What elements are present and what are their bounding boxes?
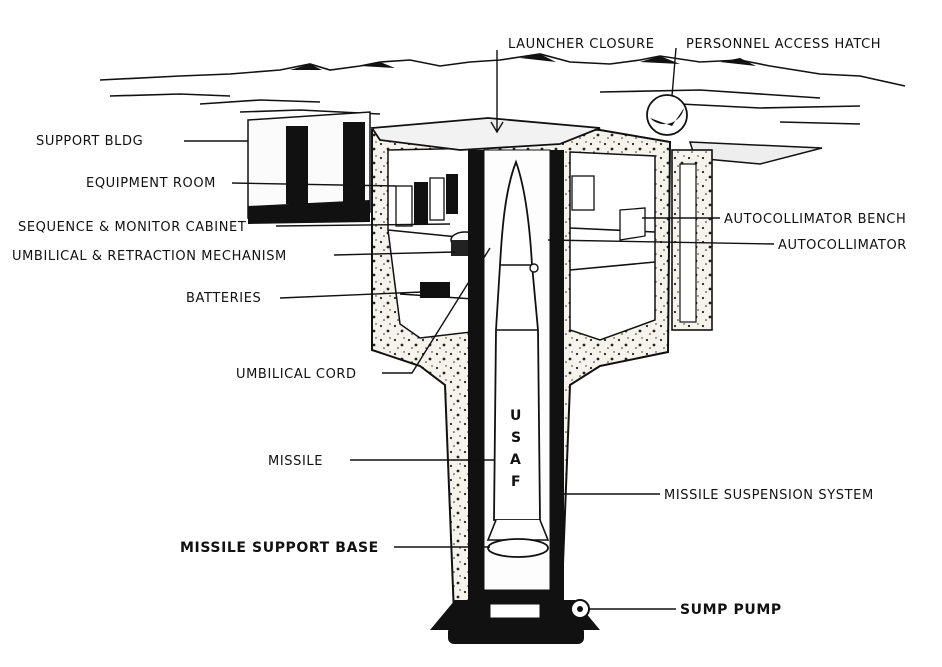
label-missile: MISSILE <box>268 454 323 469</box>
labels: LAUNCHER CLOSURE PERSONNEL ACCESS HATCH … <box>12 37 907 618</box>
missile: U S A F <box>486 159 550 558</box>
missile-letter-f: F <box>511 474 521 490</box>
label-missile-support-base: MISSILE SUPPORT BASE <box>180 540 379 556</box>
label-autocollimator: AUTOCOLLIMATOR <box>778 238 907 253</box>
personnel-access-hatch <box>646 94 713 331</box>
leader-lines <box>184 47 775 610</box>
label-support-bldg: SUPPORT BLDG <box>36 134 143 149</box>
missile-letter-u: U <box>510 408 522 424</box>
label-equipment-room: EQUIPMENT ROOM <box>86 176 216 191</box>
launcher-closure-door <box>370 117 601 151</box>
sump-pump <box>570 599 590 619</box>
label-umbilical-cord: UMBILICAL CORD <box>236 367 357 382</box>
label-batteries: BATTERIES <box>186 291 261 306</box>
label-umbilical-retraction: UMBILICAL & RETRACTION MECHANISM <box>12 249 287 264</box>
label-personnel-access-hatch: PERSONNEL ACCESS HATCH <box>686 37 881 52</box>
label-sequence-monitor-cabinet: SEQUENCE & MONITOR CABINET <box>18 220 246 235</box>
label-autocollimator-bench: AUTOCOLLIMATOR BENCH <box>724 212 906 227</box>
label-launcher-closure: LAUNCHER CLOSURE <box>508 37 655 52</box>
missile-letter-s: S <box>511 430 522 446</box>
label-missile-suspension-system: MISSILE SUSPENSION SYSTEM <box>664 488 874 503</box>
label-sump-pump: SUMP PUMP <box>680 602 782 618</box>
missile-letter-a: A <box>510 452 521 468</box>
landscape <box>99 53 906 125</box>
support-building <box>247 111 371 224</box>
